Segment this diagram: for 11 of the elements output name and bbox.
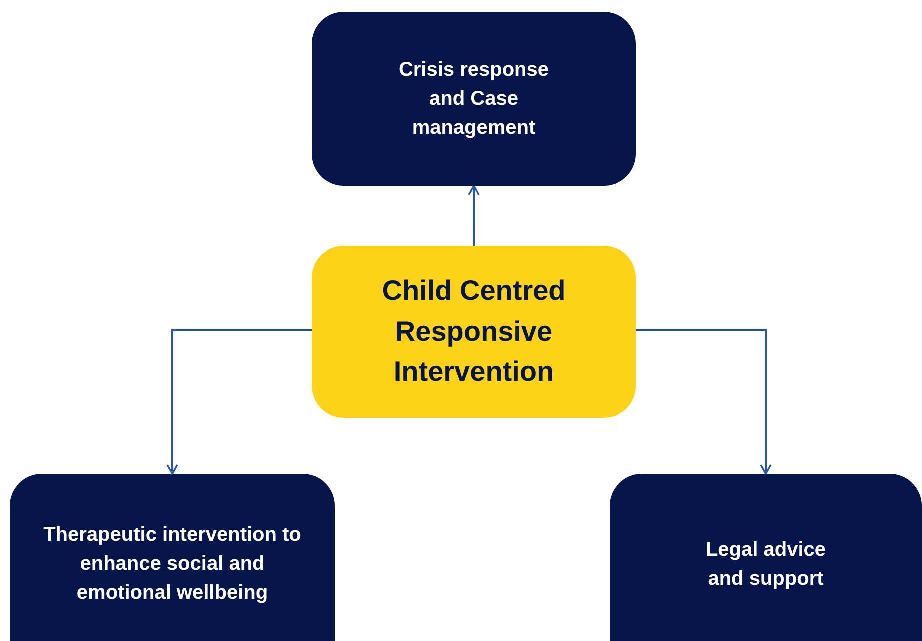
box-label: Legal advice and support [704, 538, 828, 592]
service-box [10, 474, 335, 641]
box-label: Child Centred Responsive Intervention [381, 274, 567, 390]
box-label: Therapeutic intervention to enhance social and emotional wellbeing [42, 523, 302, 606]
box-label: Crisis response and Case management [398, 58, 550, 140]
arrow [468, 185, 480, 246]
arrow [166, 329, 312, 475]
service-box [610, 474, 922, 641]
central-box [312, 246, 636, 418]
service-box [312, 12, 636, 186]
arrow [636, 329, 772, 475]
